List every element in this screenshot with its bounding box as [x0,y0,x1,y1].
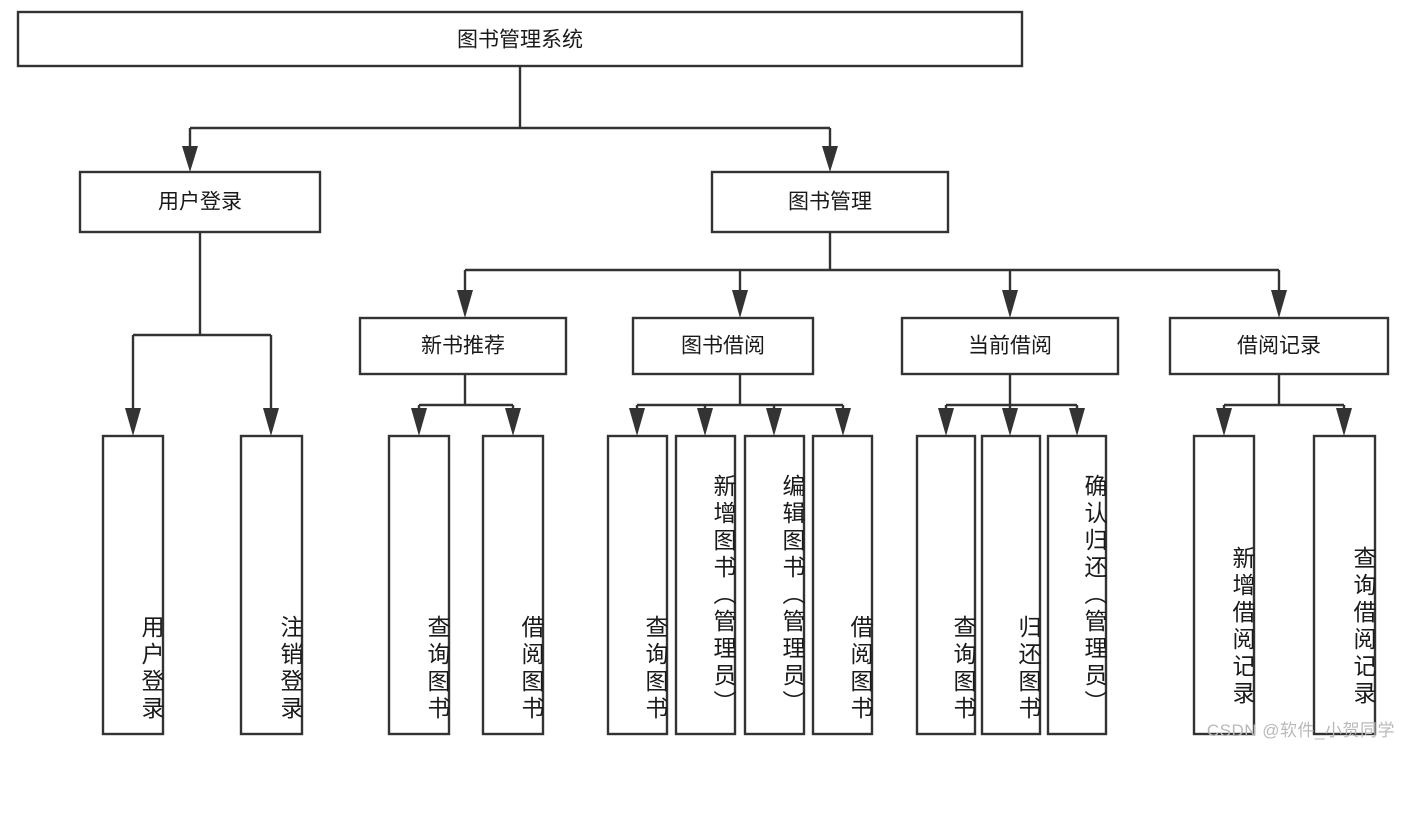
node-leaf-user-logout[interactable] [239,434,304,736]
node-borrow-record[interactable] [1168,316,1390,376]
node-user-login[interactable] [78,170,322,234]
node-borrow-record-label: 借阅记录 [1237,335,1321,358]
arrow-head-leaf-return-book [1002,408,1018,436]
arrow-head-leaf-borrow-book-1 [505,408,521,436]
arrow-head-leaf-add-record [1216,408,1232,436]
node-leaf-return-book[interactable] [980,434,1042,736]
arrow-head-leaf-user-login [125,408,141,436]
arrow-head-leaf-user-logout [263,408,279,436]
node-leaf-query-book-3[interactable] [915,434,977,736]
node-leaf-query-record[interactable] [1312,434,1377,736]
node-layer: 图书管理系统 用户登录 图书管理 新书推荐 图书借阅 当前借阅 借阅记录 [16,10,1390,736]
arrow-head-new-book-rec [457,290,473,318]
node-leaf-query-book-2[interactable] [606,434,669,736]
watermark-text: CSDN @软件_小贺同学 [1206,721,1395,740]
node-current-borrow-label: 当前借阅 [968,335,1052,358]
node-leaf-confirm-return[interactable] [1046,434,1108,736]
arrow-head-leaf-borrow-book-2 [835,408,851,436]
arrow-head-leaf-query-book-1 [411,408,427,436]
node-leaf-borrow-book-2[interactable] [811,434,874,736]
node-leaf-borrow-book-1[interactable] [481,434,545,736]
arrow-head-book-borrow [732,290,748,318]
node-leaf-query-book-1[interactable] [387,434,451,736]
arrow-head-borrow-record [1271,290,1287,318]
connector-layer [125,66,1352,436]
node-leaf-edit-book[interactable] [743,434,806,736]
arrow-head-leaf-query-book-2 [629,408,645,436]
arrow-head-leaf-query-book-3 [938,408,954,436]
diagram-canvas: 图书管理系统 用户登录 图书管理 新书推荐 图书借阅 当前借阅 借阅记录 [16,10,1390,736]
node-root-label: 图书管理系统 [457,29,583,52]
system-function-tree-diagram: 图书管理系统 用户登录 图书管理 新书推荐 图书借阅 当前借阅 借阅记录 [16,10,1395,740]
node-leaf-add-book[interactable] [674,434,737,736]
node-root[interactable] [16,10,1024,68]
node-book-manage-label: 图书管理 [788,191,872,214]
arrow-head-leaf-edit-book [766,408,782,436]
arrow-head-leaf-confirm-return [1069,408,1085,436]
node-leaf-add-record[interactable] [1192,434,1256,736]
node-current-borrow[interactable] [900,316,1120,376]
node-book-manage[interactable] [710,170,950,234]
arrow-head-user-login [182,146,198,172]
node-new-book-rec-label: 新书推荐 [421,335,505,358]
node-leaf-user-login[interactable] [101,434,165,736]
node-user-login-label: 用户登录 [158,191,242,214]
node-new-book-rec[interactable] [358,316,568,376]
arrow-head-leaf-add-book [697,408,713,436]
arrow-head-leaf-query-record [1336,408,1352,436]
node-book-borrow-label: 图书借阅 [681,335,765,358]
arrow-head-current-borrow [1002,290,1018,318]
arrow-head-book-manage [822,146,838,172]
node-book-borrow[interactable] [631,316,815,376]
